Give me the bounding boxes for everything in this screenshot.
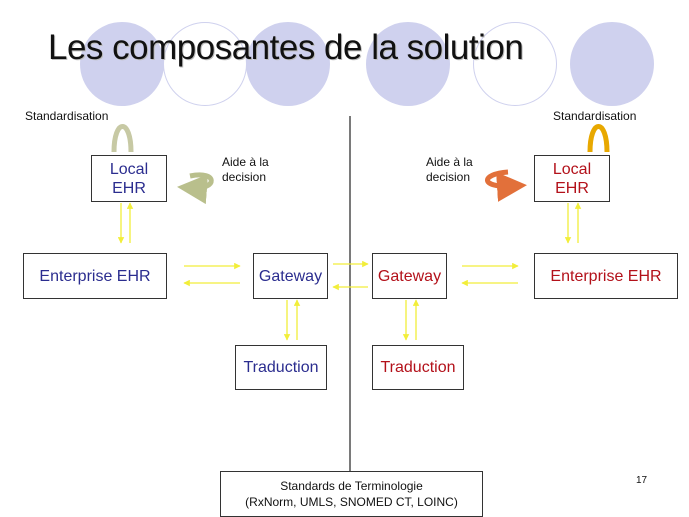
left-standardisation-label: Standardisation [25,109,109,123]
slide-title: Les composantes de la solution [48,28,524,67]
terminology-standards-box: Standards de Terminologie (RxNorm, UMLS,… [220,471,483,517]
right-traduction-box: Traduction [372,345,464,390]
right-gateway-box: Gateway [372,253,447,299]
decorative-circle [163,22,247,106]
page-number: 17 [636,475,648,486]
left-aide-decision-label: Aide à la decision [222,155,269,184]
right-enterprise-ehr-box: Enterprise EHR [534,253,678,299]
decorative-circle [570,22,654,106]
left-gateway-box: Gateway [253,253,328,299]
right-standardisation-loop-icon [587,124,610,153]
left-decision-arrow-icon [177,172,214,205]
decorative-circle [366,22,450,106]
decorative-circle [473,22,557,106]
left-local-ehr-box: Local EHR [91,155,167,202]
right-decision-arrow-icon [485,169,527,202]
left-enterprise-ehr-box: Enterprise EHR [23,253,167,299]
left-traduction-box: Traduction [235,345,327,390]
left-standardisation-loop-icon [111,124,134,153]
decorative-circle [246,22,330,106]
right-standardisation-label: Standardisation [553,109,637,123]
right-local-ehr-box: Local EHR [534,155,610,202]
right-aide-decision-label: Aide à la decision [426,155,473,184]
decorative-circle [80,22,164,106]
